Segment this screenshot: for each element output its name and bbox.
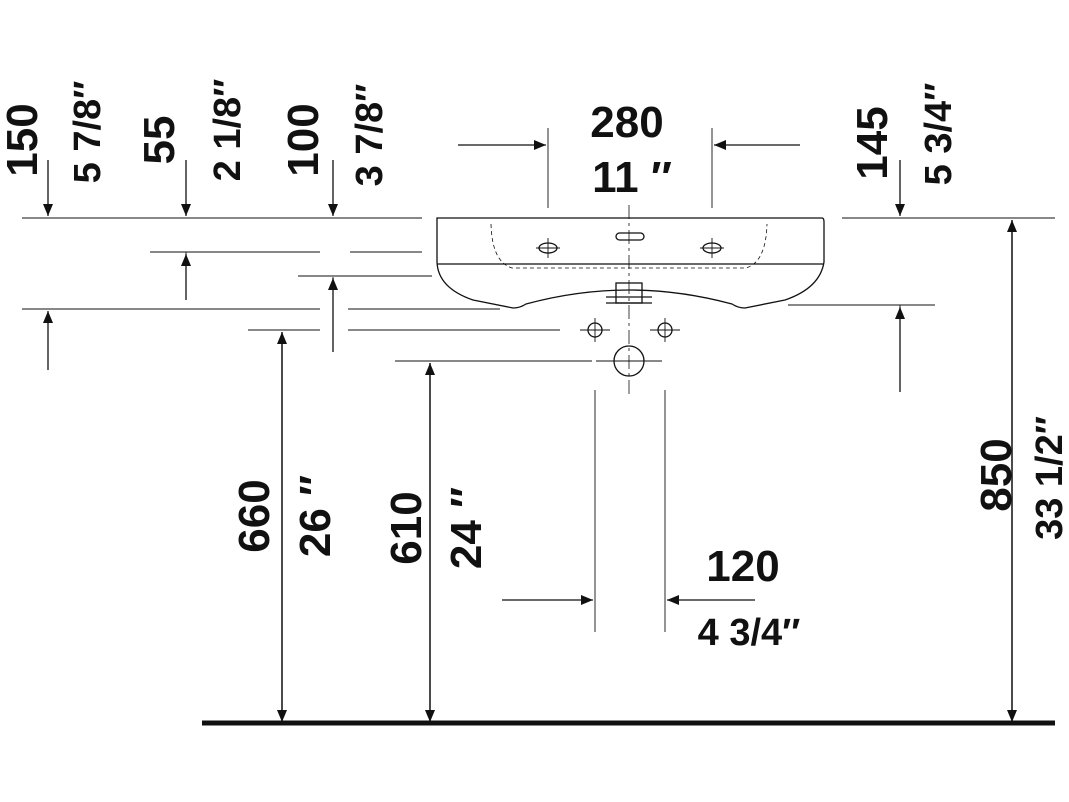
dim-100-mm: 100 bbox=[279, 103, 328, 176]
dim-660-mm: 660 bbox=[230, 479, 279, 552]
dim-145-in: 5 3/4″ bbox=[918, 83, 960, 186]
connection-points bbox=[580, 318, 680, 377]
dim-145-mm: 145 bbox=[848, 106, 897, 179]
dim-850-mm: 850 bbox=[972, 438, 1021, 511]
dim-55-mm: 55 bbox=[135, 116, 184, 165]
dim-660-in: 26 ″ bbox=[291, 475, 340, 557]
dim-150-mm: 150 bbox=[0, 103, 47, 176]
dim-280-in: 11 ″ bbox=[592, 153, 672, 202]
dim-850-in: 33 1/2″ bbox=[1029, 416, 1069, 540]
dim-100-in: 3 7/8″ bbox=[349, 84, 391, 187]
dimension-arrows bbox=[43, 140, 1017, 722]
dim-120-in: 4 3/4″ bbox=[698, 612, 801, 654]
dim-55-in: 2 1/8″ bbox=[207, 79, 249, 182]
dim-610-in: 24 ″ bbox=[442, 487, 491, 569]
dim-280-mm: 280 bbox=[590, 98, 663, 147]
dim-120-mm: 120 bbox=[706, 542, 779, 591]
basin-outline bbox=[436, 217, 825, 309]
dim-610-mm: 610 bbox=[382, 491, 431, 564]
dim-150-in: 5 7/8″ bbox=[67, 81, 109, 184]
